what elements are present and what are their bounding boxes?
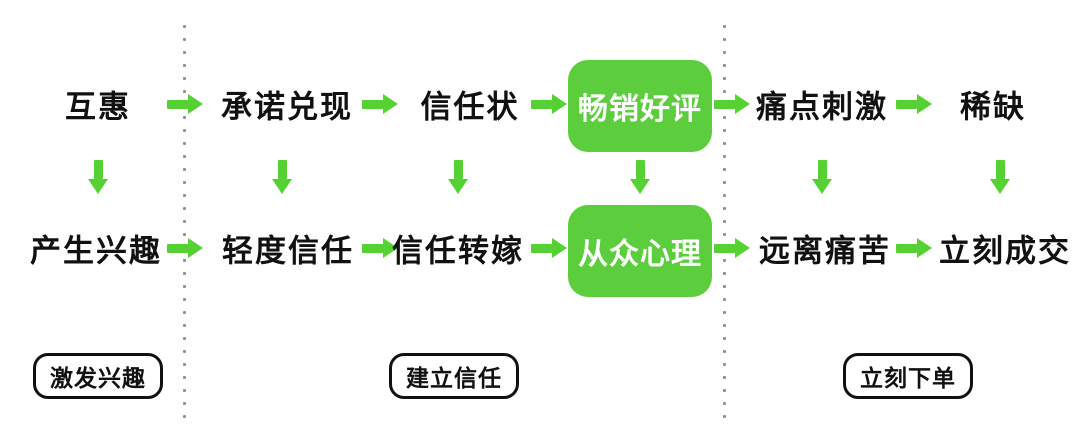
arrow-right-icon <box>896 238 932 258</box>
arrow-shaft <box>635 160 645 179</box>
arrow-down-icon <box>812 160 832 194</box>
stage-label-order-now: 立刻下单 <box>843 353 973 399</box>
arrow-right-icon <box>167 94 203 114</box>
arrow-right-icon <box>531 94 567 114</box>
arrow-shaft <box>714 99 735 109</box>
node-close-deal-now: 立刻成交 <box>939 233 1071 269</box>
arrow-right-icon <box>714 94 750 114</box>
node-away-from-pain: 远离痛苦 <box>759 233 891 269</box>
arrow-shaft <box>714 243 735 253</box>
arrow-shaft <box>531 243 552 253</box>
stage-label-spark-interest: 激发兴趣 <box>33 353 163 399</box>
arrow-head <box>383 94 398 114</box>
node-pain-point-stimulus: 痛点刺激 <box>756 89 888 125</box>
arrow-head <box>552 94 567 114</box>
arrow-head <box>188 238 203 258</box>
arrow-head <box>630 179 650 194</box>
arrow-right-icon <box>167 238 203 258</box>
arrow-head <box>448 179 468 194</box>
arrow-down-icon <box>272 160 292 194</box>
node-trust-transfer: 信任转嫁 <box>392 233 524 269</box>
arrow-down-icon <box>88 160 108 194</box>
arrow-head <box>272 179 292 194</box>
section-divider-right <box>723 20 726 418</box>
arrow-shaft <box>362 243 383 253</box>
arrow-shaft <box>362 99 383 109</box>
arrow-head <box>735 238 750 258</box>
arrow-head <box>990 179 1010 194</box>
arrow-down-icon <box>448 160 468 194</box>
arrow-shaft <box>167 99 188 109</box>
arrow-head <box>812 179 832 194</box>
arrow-shaft <box>93 160 103 179</box>
node-scarcity: 稀缺 <box>960 89 1026 125</box>
node-light-trust: 轻度信任 <box>222 233 354 269</box>
node-promise-fulfillment: 承诺兑现 <box>221 89 353 125</box>
arrow-shaft <box>167 243 188 253</box>
section-divider-left <box>183 20 186 418</box>
node-reciprocity: 互惠 <box>65 89 131 125</box>
arrow-right-icon <box>362 238 398 258</box>
arrow-shaft <box>995 160 1005 179</box>
arrow-right-icon <box>362 94 398 114</box>
arrow-shaft <box>817 160 827 179</box>
node-herd-mentality: 从众心理 <box>568 205 712 297</box>
arrow-shaft <box>277 160 287 179</box>
stage-label-build-trust: 建立信任 <box>389 353 519 399</box>
arrow-head <box>383 238 398 258</box>
arrow-right-icon <box>896 94 932 114</box>
arrow-shaft <box>531 99 552 109</box>
arrow-shaft <box>453 160 463 179</box>
arrow-head <box>735 94 750 114</box>
arrow-head <box>88 179 108 194</box>
arrow-head <box>917 238 932 258</box>
node-bestseller-reviews: 畅销好评 <box>568 60 712 152</box>
arrow-shaft <box>896 243 917 253</box>
node-generate-interest: 产生兴趣 <box>30 233 162 269</box>
arrow-head <box>552 238 567 258</box>
arrow-head <box>188 94 203 114</box>
arrow-right-icon <box>531 238 567 258</box>
arrow-right-icon <box>714 238 750 258</box>
arrow-head <box>917 94 932 114</box>
arrow-down-icon <box>630 160 650 194</box>
arrow-shaft <box>896 99 917 109</box>
arrow-down-icon <box>990 160 1010 194</box>
node-trust-credential: 信任状 <box>420 89 520 125</box>
